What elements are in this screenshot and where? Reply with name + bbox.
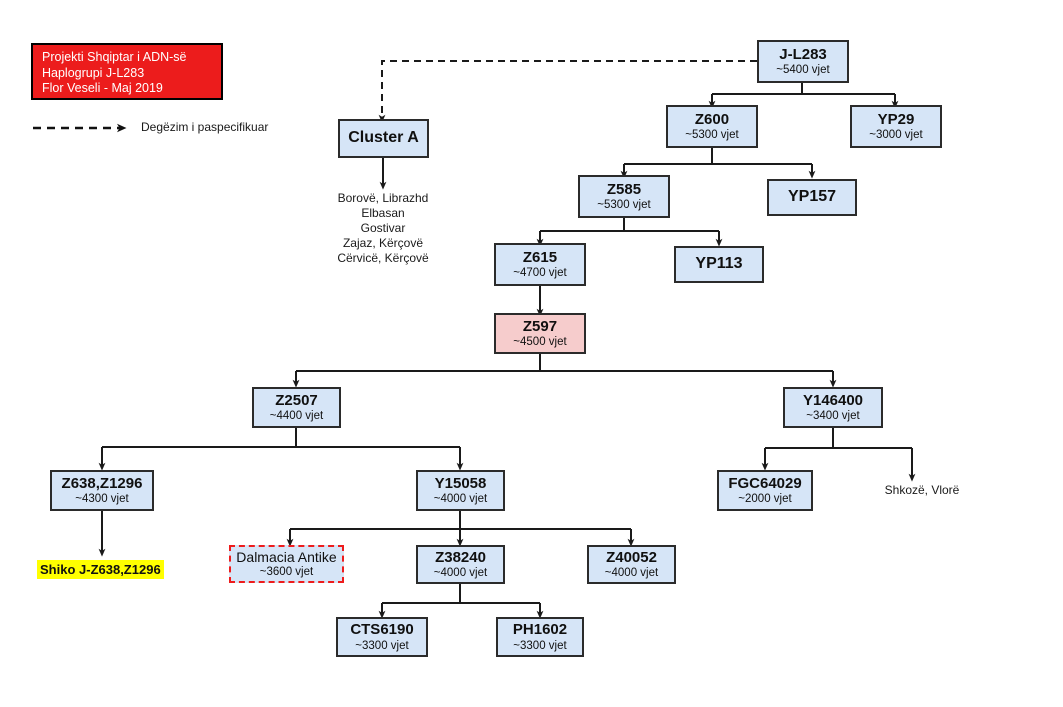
- node-age: ~4000 vjet: [433, 493, 488, 506]
- node-cts6190[interactable]: CTS6190 ~3300 vjet: [336, 617, 428, 657]
- node-yp29[interactable]: YP29 ~3000 vjet: [850, 105, 942, 148]
- node-name: PH1602: [512, 621, 568, 639]
- title-line-1: Projekti Shqiptar i ADN-së: [42, 50, 187, 64]
- node-z585[interactable]: Z585 ~5300 vjet: [578, 175, 670, 218]
- node-dalmacia-antike[interactable]: Dalmacia Antike ~3600 vjet: [229, 545, 344, 583]
- node-z600[interactable]: Z600 ~5300 vjet: [666, 105, 758, 148]
- node-age: ~4500 vjet: [513, 336, 567, 349]
- node-age: ~5300 vjet: [597, 199, 651, 212]
- node-name: Dalmacia Antike: [236, 548, 337, 565]
- node-age: ~5400 vjet: [776, 64, 830, 77]
- node-z597[interactable]: Z597 ~4500 vjet: [494, 313, 586, 354]
- node-z638-z1296[interactable]: Z638,Z1296 ~4300 vjet: [50, 470, 154, 511]
- node-fgc64029[interactable]: FGC64029 ~2000 vjet: [717, 470, 813, 511]
- cluster-a-regions-label: Borovë, Librazhd Elbasan Gostivar Zajaz,…: [337, 191, 429, 265]
- node-age: ~4400 vjet: [269, 410, 324, 423]
- node-name: YP29: [877, 110, 915, 128]
- node-name: Z38240: [435, 548, 486, 566]
- node-age: ~5300 vjet: [685, 129, 739, 142]
- node-name: Z40052: [606, 548, 657, 566]
- node-ph1602[interactable]: PH1602 ~3300 vjet: [496, 617, 584, 657]
- node-age: ~4700 vjet: [513, 267, 567, 280]
- see-also-z638-z1296-label[interactable]: Shiko J-Z638,Z1296: [37, 560, 164, 579]
- node-name: FGC64029: [728, 474, 802, 492]
- shkoze-vlore-label: Shkozë, Vlorë: [884, 483, 960, 497]
- title-legend-box: Projekti Shqiptar i ADN-së Haplogrupi J-…: [31, 43, 223, 100]
- node-yp157[interactable]: YP157: [767, 179, 857, 216]
- title-line-2: Haplogrupi J-L283: [42, 65, 145, 80]
- node-age: ~3000 vjet: [869, 129, 923, 142]
- node-age: ~2000 vjet: [738, 493, 792, 506]
- node-name: Z615: [522, 248, 558, 266]
- node-name: YP113: [695, 255, 743, 273]
- node-name: Y146400: [802, 391, 864, 409]
- node-name: Z597: [522, 317, 558, 335]
- node-yp113[interactable]: YP113: [674, 246, 764, 283]
- node-j-l283[interactable]: J-L283 ~5400 vjet: [757, 40, 849, 83]
- node-name: Z2507: [275, 391, 318, 409]
- node-z38240[interactable]: Z38240 ~4000 vjet: [416, 545, 505, 584]
- node-y15058[interactable]: Y15058 ~4000 vjet: [416, 470, 505, 511]
- node-age: ~3300 vjet: [513, 639, 567, 652]
- legend: Degëzim i paspecifikuar: [31, 120, 291, 138]
- node-name: CTS6190: [350, 621, 414, 639]
- node-age: ~4000 vjet: [604, 567, 659, 580]
- node-cluster-a[interactable]: Cluster A: [338, 119, 429, 158]
- node-name: J-L283: [779, 45, 827, 63]
- node-name: Cluster A: [348, 129, 419, 147]
- node-age: ~3400 vjet: [806, 410, 860, 423]
- title-line-3: Flor Veseli - Maj 2019: [42, 81, 163, 95]
- node-z615[interactable]: Z615 ~4700 vjet: [494, 243, 586, 286]
- node-name: Z585: [606, 180, 642, 198]
- node-age: ~4300 vjet: [75, 493, 129, 506]
- node-age: ~3300 vjet: [355, 639, 409, 652]
- node-y146400[interactable]: Y146400 ~3400 vjet: [783, 387, 883, 428]
- node-z40052[interactable]: Z40052 ~4000 vjet: [587, 545, 676, 584]
- legend-dashed-arrow-label: Degëzim i paspecifikuar: [141, 120, 269, 134]
- node-age: ~3600 vjet: [259, 566, 314, 579]
- node-name: YP157: [787, 188, 837, 206]
- node-z2507[interactable]: Z2507 ~4400 vjet: [252, 387, 341, 428]
- node-name: Z638,Z1296: [61, 474, 143, 492]
- node-name: Y15058: [434, 474, 487, 492]
- node-name: Z600: [694, 110, 730, 128]
- node-age: ~4000 vjet: [433, 567, 488, 580]
